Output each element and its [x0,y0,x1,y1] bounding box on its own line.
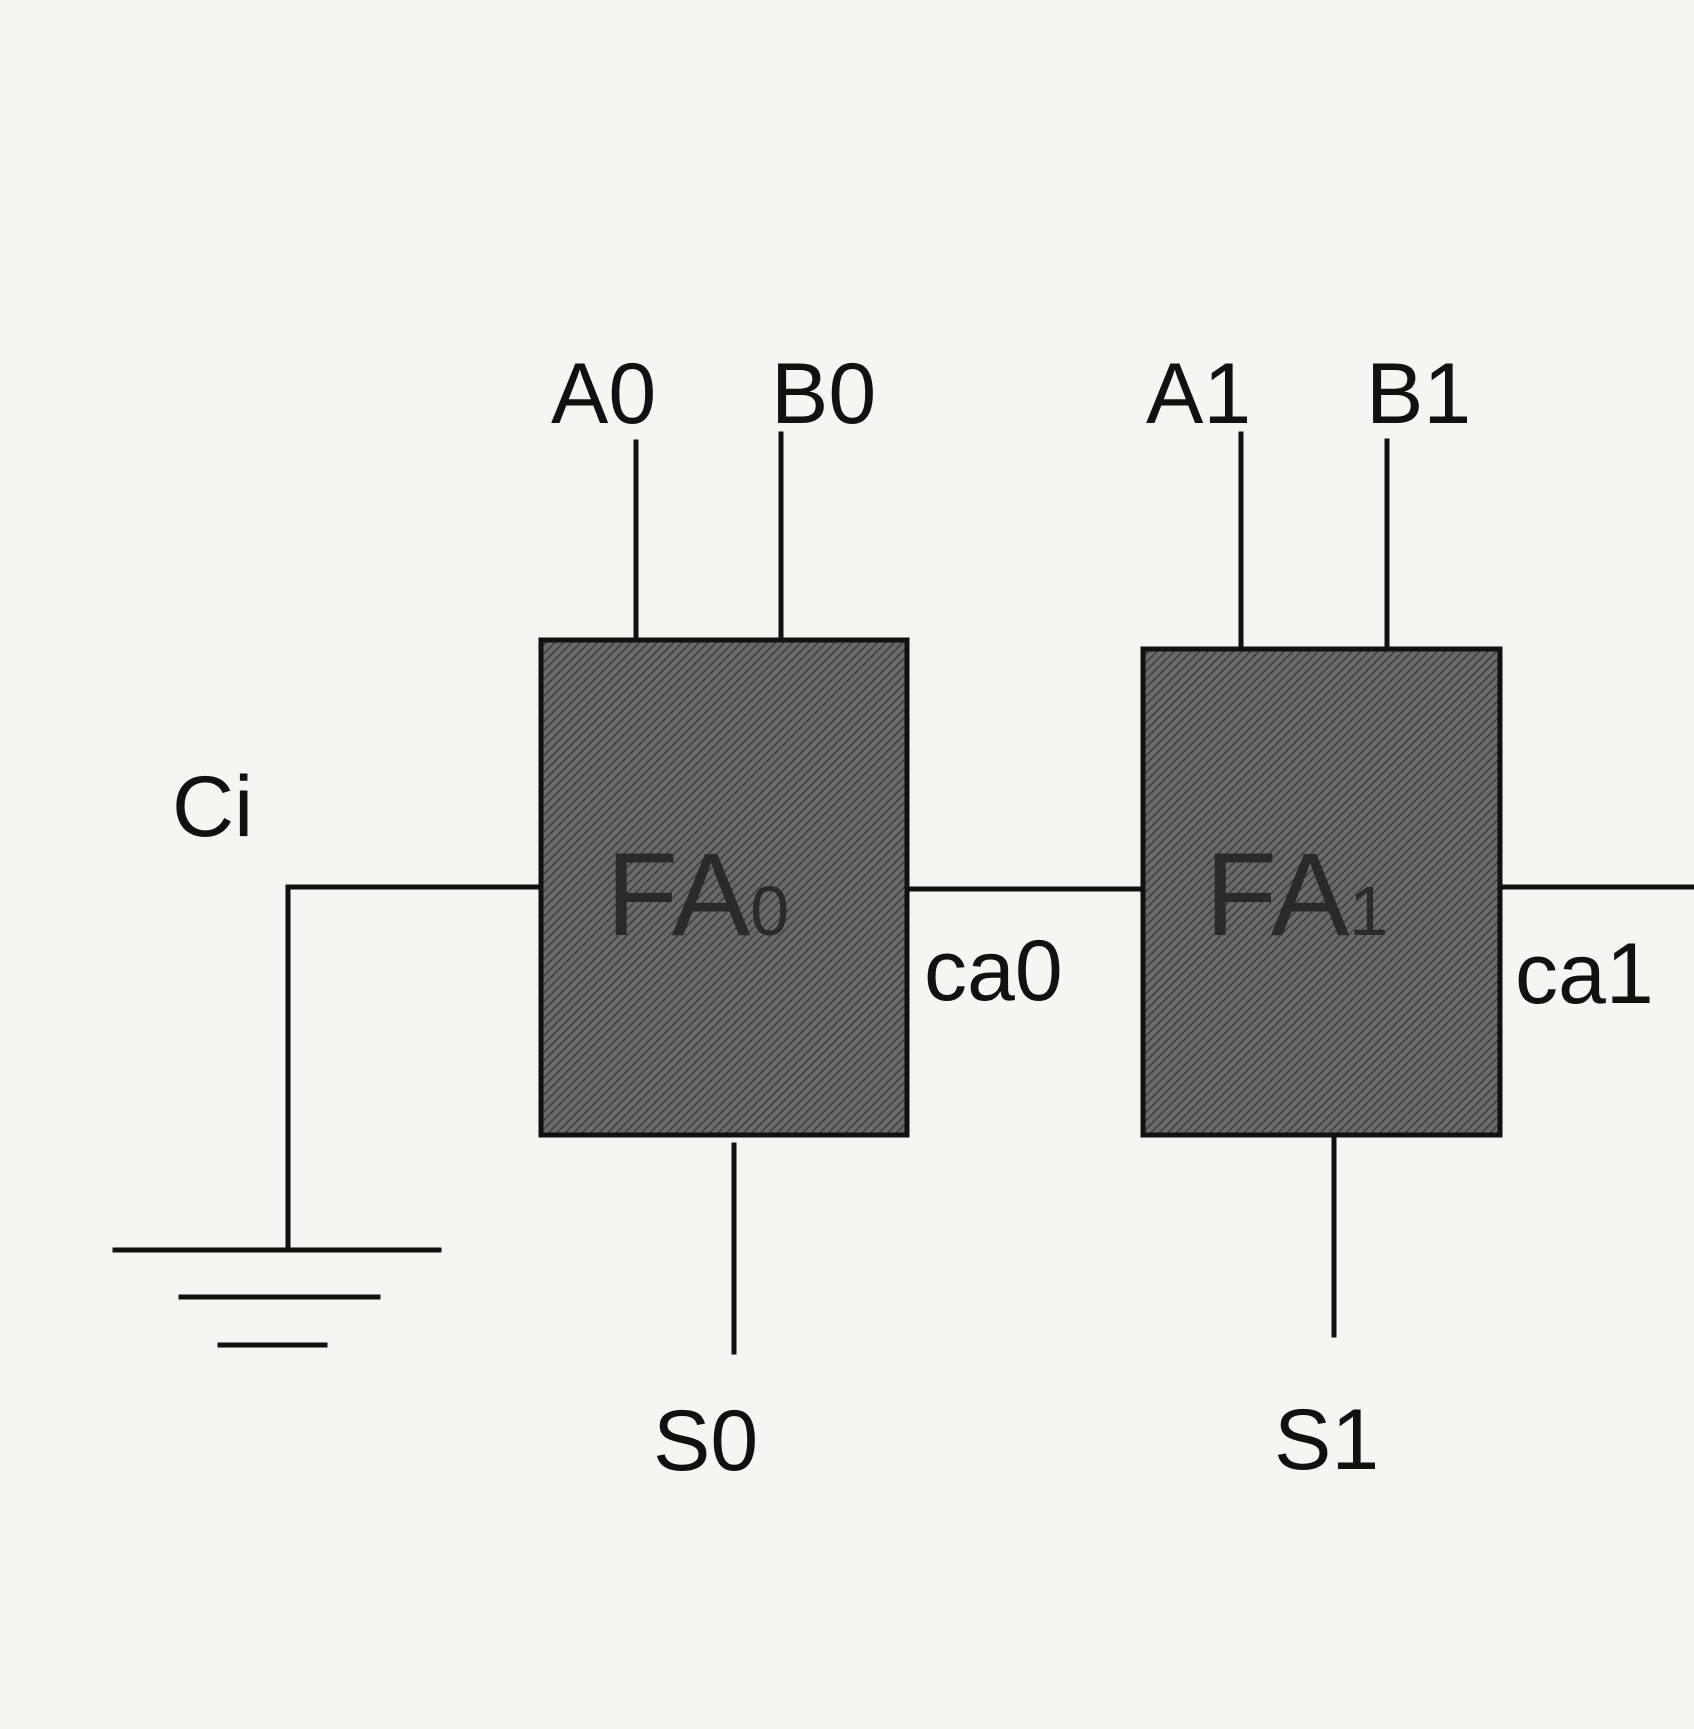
carry-in-label: Ci [172,759,253,855]
block-name-fa0: FA [606,829,751,961]
input-label-b0: B0 [771,346,876,442]
input-label-b1: B1 [1366,346,1471,442]
input-label-a1: A1 [1146,346,1251,442]
carry-label-ca1: ca1 [1515,926,1654,1022]
sum-label-s0: S0 [653,1393,758,1489]
block-label-fa1: FA1 [1205,829,1388,961]
carry-label-ca0: ca0 [924,923,1063,1019]
sum-label-s1: S1 [1274,1392,1379,1488]
block-sub-fa0: 0 [750,872,789,950]
block-sub-fa1: 1 [1349,872,1388,950]
block-name-fa1: FA [1205,829,1350,961]
carry-in-wire [285,884,544,1253]
input-label-a0: A0 [551,346,656,442]
block-label-fa0: FA0 [606,829,789,961]
full-adder-block-1 [1140,646,1503,1138]
full-adder-block-0 [538,637,910,1138]
